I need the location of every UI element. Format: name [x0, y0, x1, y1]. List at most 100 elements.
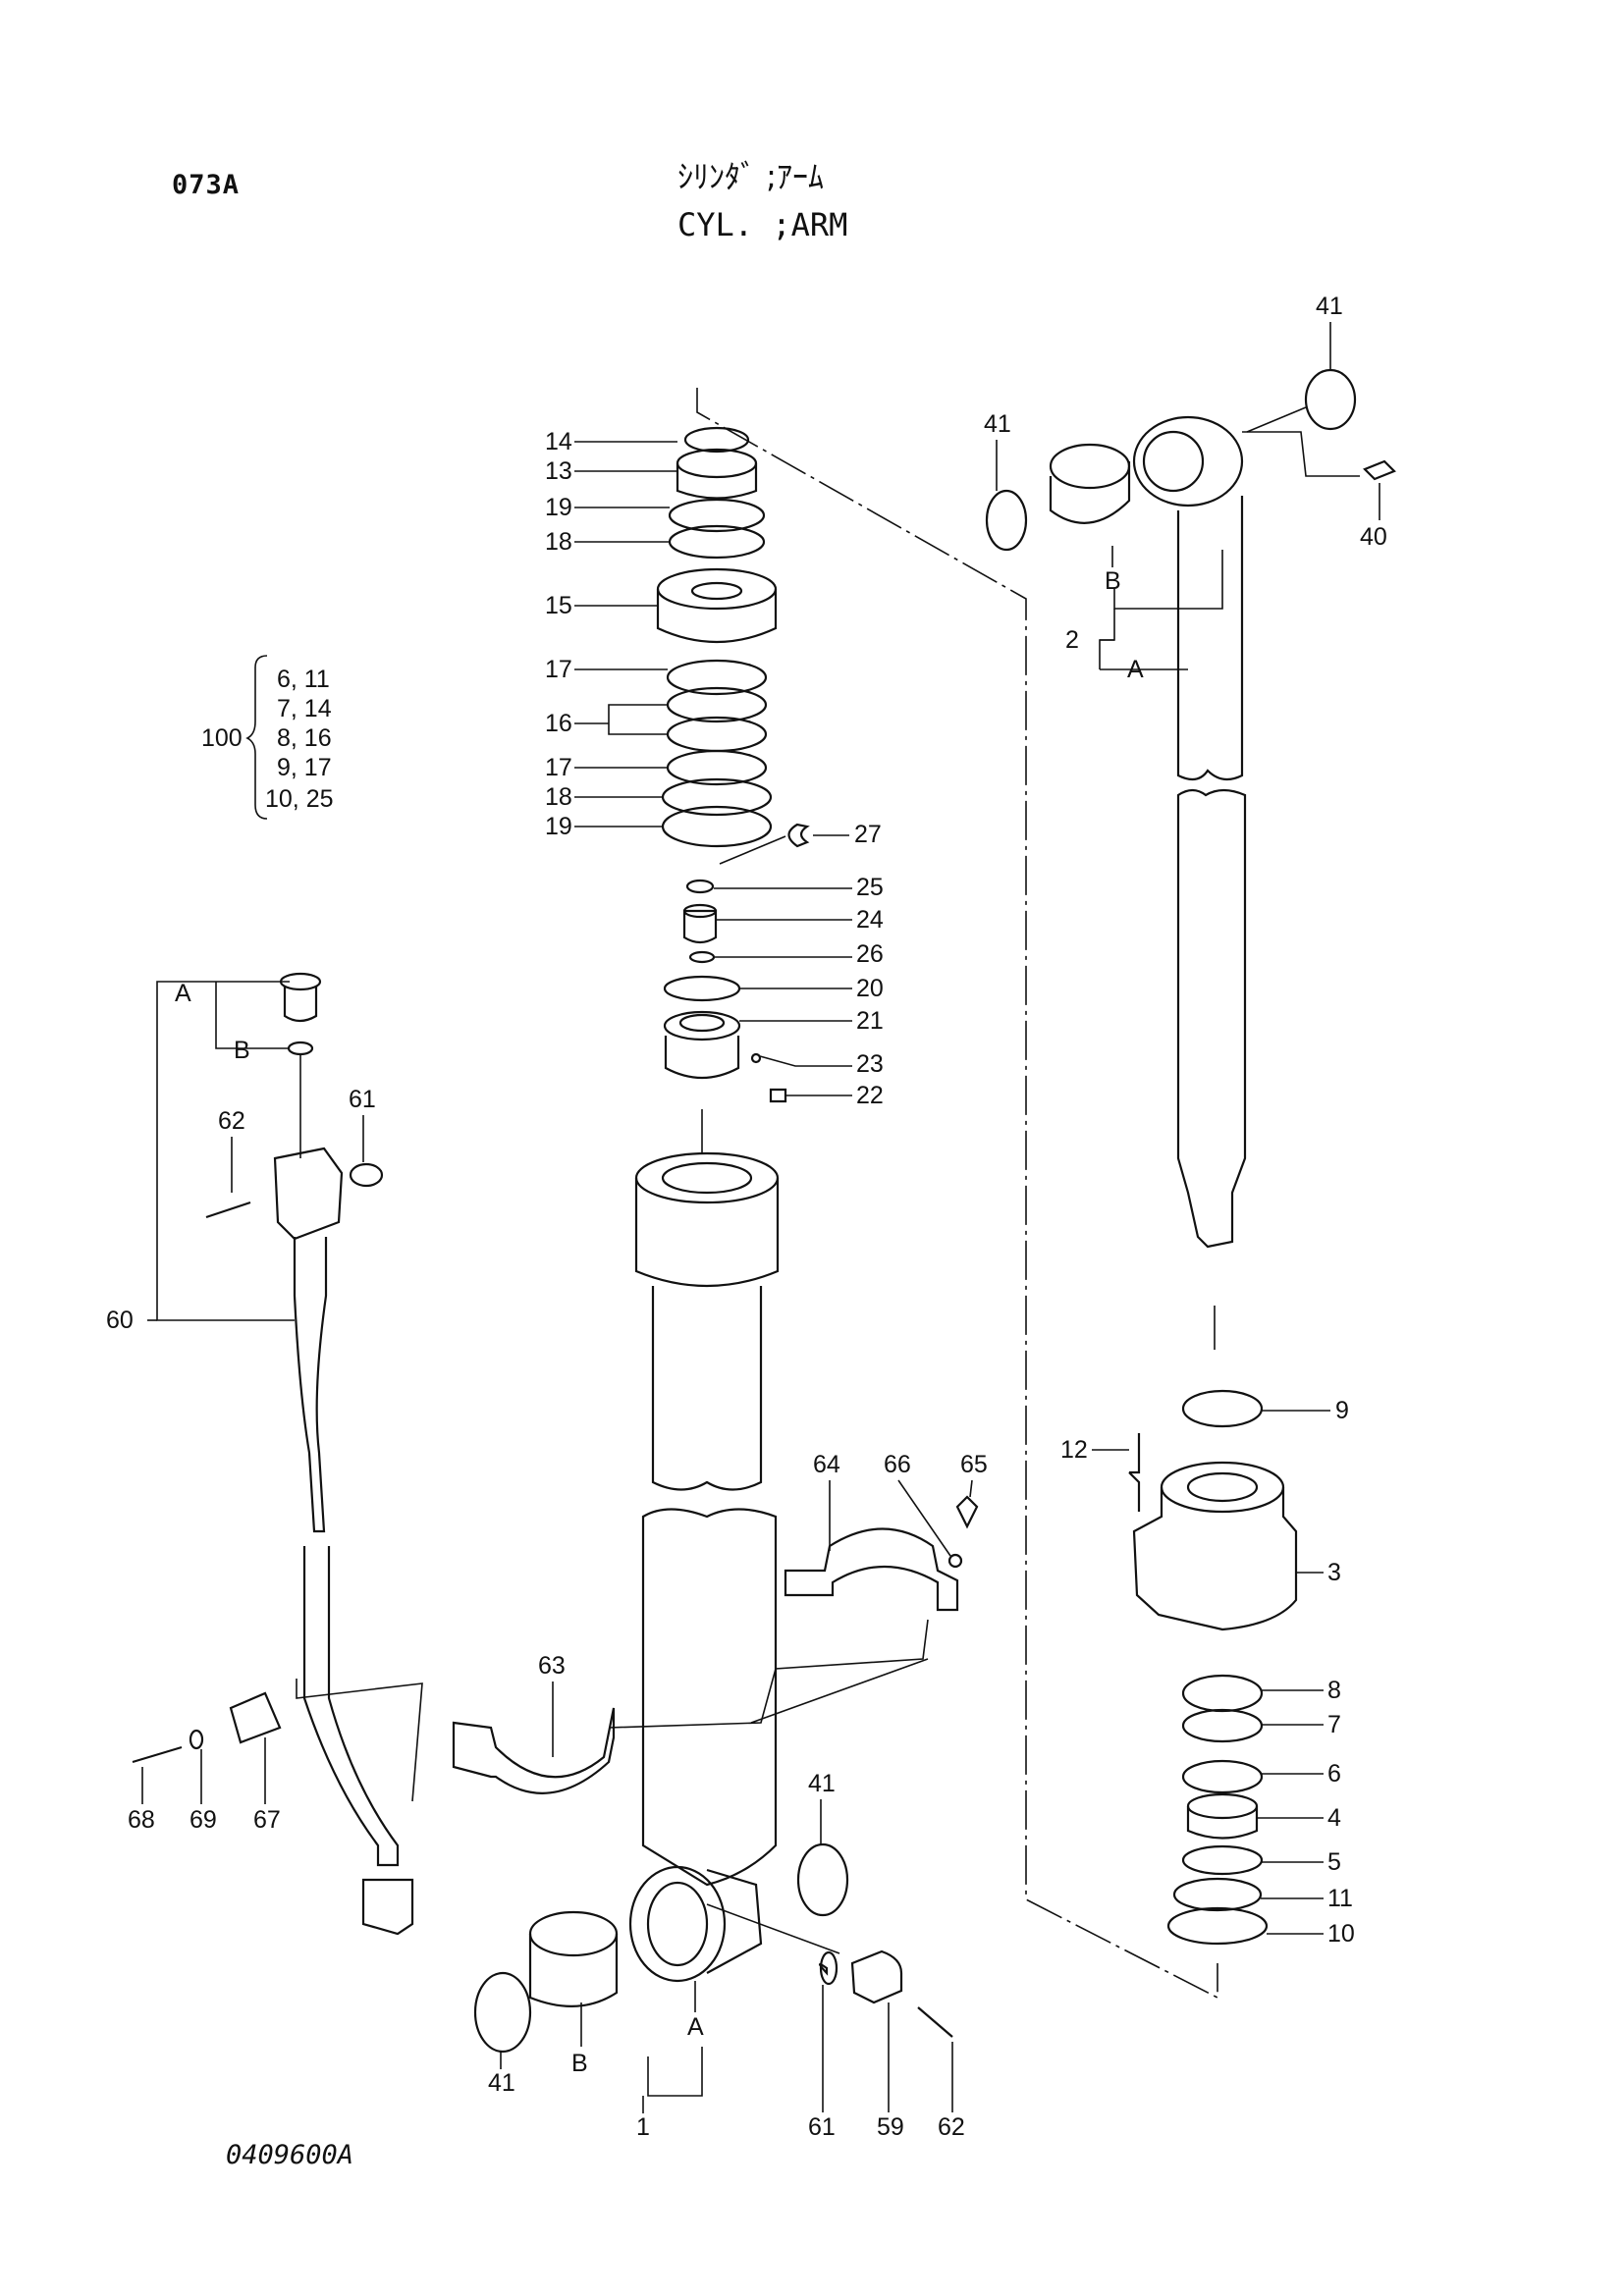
kit-label: 100	[201, 724, 243, 752]
callout-63: 63	[538, 1652, 566, 1680]
ring-19b	[661, 805, 773, 848]
callout-17: 17	[545, 656, 572, 683]
o-ring-B	[287, 1041, 314, 1056]
piston-seal-stack	[656, 426, 810, 1153]
callout-labels: 14 13 19 18 15 17 16 17 18 19 27 25 24 2…	[106, 293, 1387, 2141]
callout-17: 17	[545, 754, 572, 781]
callout-7: 7	[1327, 1711, 1341, 1738]
nut-24	[682, 909, 718, 944]
piston-nut-21	[664, 1036, 740, 1079]
callout-2: 2	[1065, 626, 1079, 654]
ring-5	[1181, 1844, 1264, 1876]
bolt-62-top	[205, 1201, 251, 1219]
kit-100-group: 100 6, 11 7, 14 8, 16 9, 17 10, 25	[201, 655, 334, 820]
callout-18: 18	[545, 528, 572, 556]
callout-24: 24	[856, 906, 884, 934]
ring-11	[1172, 1877, 1263, 1912]
callout-41: 41	[984, 410, 1011, 438]
bottom-bushing-group	[473, 1842, 953, 2097]
callout-65: 65	[960, 1451, 988, 1478]
clamp-parts	[132, 1495, 979, 1802]
callout-19: 19	[545, 494, 572, 521]
callout-1: 1	[636, 2113, 650, 2141]
pipe-end-nut	[361, 1878, 414, 1936]
ball-23	[750, 1052, 762, 1064]
page-code: 073A	[172, 170, 241, 200]
callout-14: 14	[545, 428, 572, 455]
seal-9	[1181, 1389, 1264, 1428]
callout-4: 4	[1327, 1804, 1341, 1832]
callout-5: 5	[1327, 1848, 1341, 1876]
washer-66	[947, 1553, 963, 1569]
callout-26: 26	[856, 940, 884, 968]
grease-fitting-40	[1363, 459, 1396, 481]
callout-15: 15	[545, 592, 572, 619]
flange-block	[273, 1147, 344, 1241]
ring-7	[1181, 1708, 1264, 1743]
callout-20: 20	[856, 975, 884, 1002]
cylinder-tube-1	[628, 1151, 840, 1983]
bolt-62-bottom	[917, 2006, 953, 2038]
callout-22: 22	[856, 1082, 884, 1109]
clamp-63	[452, 1707, 616, 1794]
callout-62: 62	[938, 2113, 965, 2141]
bolt-68	[132, 1745, 183, 1764]
dust-seal-41-top-left	[985, 489, 1028, 552]
cylinder-head-3	[1128, 1389, 1298, 1946]
ring-6	[1181, 1759, 1264, 1794]
callout-19: 19	[545, 813, 572, 840]
ring-17a	[666, 659, 768, 696]
dust-seal-41-side	[796, 1842, 849, 1917]
kit-row: 7, 14	[277, 695, 332, 722]
piston-rod-2	[985, 368, 1396, 1350]
ring-25	[685, 879, 715, 894]
callout-A: A	[687, 2013, 704, 2041]
callout-B: B	[234, 1037, 250, 1064]
seal-13	[676, 463, 758, 500]
ring-20	[663, 975, 741, 1002]
assembly-boundary-lines	[696, 388, 1218, 2000]
washer-69	[189, 1729, 204, 1750]
callout-61: 61	[349, 1086, 376, 1113]
bolt-65	[955, 1495, 979, 1529]
dust-seal-41-top-right	[1304, 368, 1357, 431]
callout-B: B	[571, 2050, 588, 2077]
bushing-bottom	[528, 1934, 619, 2007]
callout-12: 12	[1060, 1436, 1088, 1464]
bolt-12	[1128, 1471, 1141, 1512]
block-59	[850, 1949, 903, 2004]
dust-seal-41-bottom	[473, 1971, 532, 2054]
callout-27: 27	[854, 821, 882, 848]
plug-bolt	[283, 987, 318, 1023]
ring-8	[1181, 1674, 1264, 1713]
callout-10: 10	[1327, 1920, 1355, 1948]
callout-11: 11	[1327, 1885, 1353, 1912]
callout-68: 68	[128, 1806, 155, 1834]
callout-8: 8	[1327, 1677, 1341, 1704]
callout-13: 13	[545, 457, 572, 485]
callout-64: 64	[813, 1451, 840, 1478]
kit-brace	[245, 655, 268, 820]
callout-B: B	[1105, 567, 1121, 595]
callout-41: 41	[488, 2069, 515, 2097]
piston-15	[656, 589, 778, 644]
callout-3: 3	[1327, 1559, 1341, 1586]
callout-66: 66	[884, 1451, 911, 1478]
clamp-64	[784, 1527, 959, 1612]
title-japanese: ｼﾘﾝﾀﾞ ;ｱｰﾑ	[677, 158, 824, 195]
callout-40: 40	[1360, 523, 1387, 551]
pipe-assembly-60	[147, 972, 414, 1936]
callout-18: 18	[545, 783, 572, 811]
snap-ring-27	[787, 823, 810, 848]
callout-41: 41	[1316, 293, 1343, 320]
callout-62: 62	[218, 1107, 245, 1135]
ring-26	[688, 950, 716, 964]
callout-69: 69	[189, 1806, 217, 1834]
callout-59: 59	[877, 2113, 904, 2141]
o-ring-61-top	[349, 1162, 384, 1188]
callout-25: 25	[856, 874, 884, 901]
kit-row: 6, 11	[277, 666, 330, 693]
ring-19a	[668, 498, 766, 533]
setscrew-22	[769, 1088, 787, 1103]
